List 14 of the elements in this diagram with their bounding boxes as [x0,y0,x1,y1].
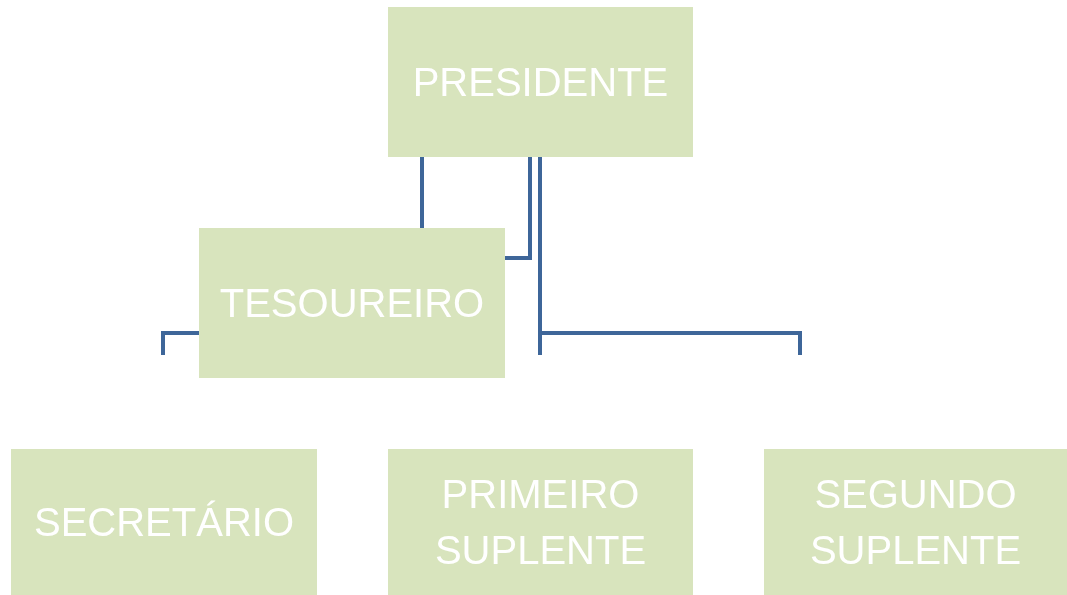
connector-line [161,331,199,355]
role-title: PRIMEIRO SUPLENTE [433,471,648,574]
org-box [11,449,317,595]
connector-line [538,157,802,355]
role-title: TESOUREIRO [219,280,485,327]
connector-line [505,157,532,260]
org-box [199,228,505,378]
connector-line [420,157,424,228]
org-box [388,449,693,595]
role-title: SEGUNDO SUPLENTE [808,471,1023,574]
org-box [388,7,693,157]
role-title: PRESIDENTE [412,59,669,106]
role-title: SECRETÁRIO [33,499,294,546]
org-box [764,449,1067,595]
